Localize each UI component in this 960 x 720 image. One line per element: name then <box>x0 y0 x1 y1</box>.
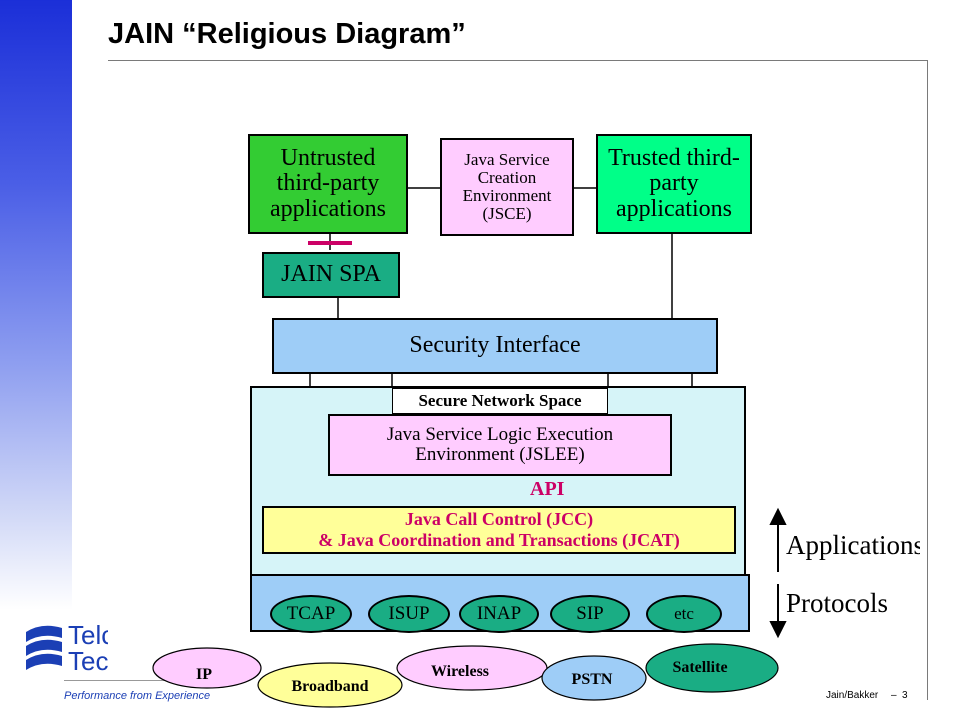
jsce-label: Java Service Creation Environment (JSCE) <box>462 150 552 223</box>
logo-tagline: Performance from Experience <box>64 690 211 702</box>
footer-author: Jain/Bakker <box>826 690 879 701</box>
cloud-wireless: Wireless <box>396 645 548 691</box>
cloud-ip-label: IP <box>196 666 212 683</box>
right-border-line <box>927 60 928 700</box>
protocol-etc: etc <box>646 595 722 633</box>
untrusted-apps-box: Untrusted third-party applications <box>248 134 408 234</box>
cloud-broadband-label: Broadband <box>291 678 368 695</box>
cloud-satellite: Satellite <box>645 643 779 693</box>
jain-spa-box: JAIN SPA <box>262 252 400 298</box>
protocol-tcap: TCAP <box>270 595 352 633</box>
jsce-box: Java Service Creation Environment (JSCE) <box>440 138 574 236</box>
protocol-sip-label: SIP <box>576 603 604 625</box>
cloud-pstn: PSTN <box>541 655 647 701</box>
title-divider <box>108 60 928 61</box>
page-title: JAIN “Religious Diagram” <box>108 18 466 50</box>
cloud-wireless-label: Wireless <box>431 663 489 680</box>
protocol-isup: ISUP <box>368 595 450 633</box>
security-interface-box: Security Interface <box>272 318 718 374</box>
logo-mark-icon <box>26 625 62 670</box>
secure-network-space-label-box: Secure Network Space <box>392 388 608 414</box>
jcc-label-line1: Java Call Control (JCC) <box>404 509 594 530</box>
secure-network-space-label: Secure Network Space <box>418 391 582 411</box>
protocol-sip: SIP <box>550 595 630 633</box>
security-interface-label: Security Interface <box>409 332 581 359</box>
logo-text-line1: Telco <box>68 620 108 650</box>
protocol-isup-label: ISUP <box>388 603 430 625</box>
jslee-label: Java Service Logic Execution Environment… <box>386 424 614 465</box>
cloud-pstn-label: PSTN <box>572 671 613 688</box>
trusted-apps-box: Trusted third-party applications <box>596 134 752 234</box>
logo-text-line2: Tech <box>68 646 108 676</box>
blue-gradient-sidebar <box>0 0 72 610</box>
jslee-box: Java Service Logic Execution Environment… <box>328 414 672 476</box>
cloud-ip: IP <box>152 647 262 689</box>
logo-rule <box>64 680 212 681</box>
company-logo: Telco Tech Performance from Experience <box>22 620 212 712</box>
untrusted-apps-label: Untrusted third-party applications <box>270 145 386 222</box>
trusted-apps-label: Trusted third-party applications <box>608 145 740 222</box>
protocol-inap-label: INAP <box>476 603 522 625</box>
cloud-satellite-label: Satellite <box>672 659 727 676</box>
protocol-inap: INAP <box>459 595 539 633</box>
cloud-broadband: Broadband <box>257 662 403 708</box>
protocol-tcap-label: TCAP <box>286 603 336 625</box>
footer-separator: – <box>891 690 897 701</box>
protocols-layer-label: Protocols <box>786 588 889 618</box>
jcc-box: Java Call Control (JCC) & Java Coordinat… <box>262 506 736 554</box>
api-label: API <box>530 478 565 500</box>
jcc-label-line2: & Java Coordination and Transactions (JC… <box>318 530 680 550</box>
protocol-etc-label: etc <box>674 604 694 624</box>
jain-spa-label: JAIN SPA <box>281 261 381 288</box>
applications-layer-label: Applications <box>786 530 920 560</box>
footer-page-number: 3 <box>902 690 908 701</box>
